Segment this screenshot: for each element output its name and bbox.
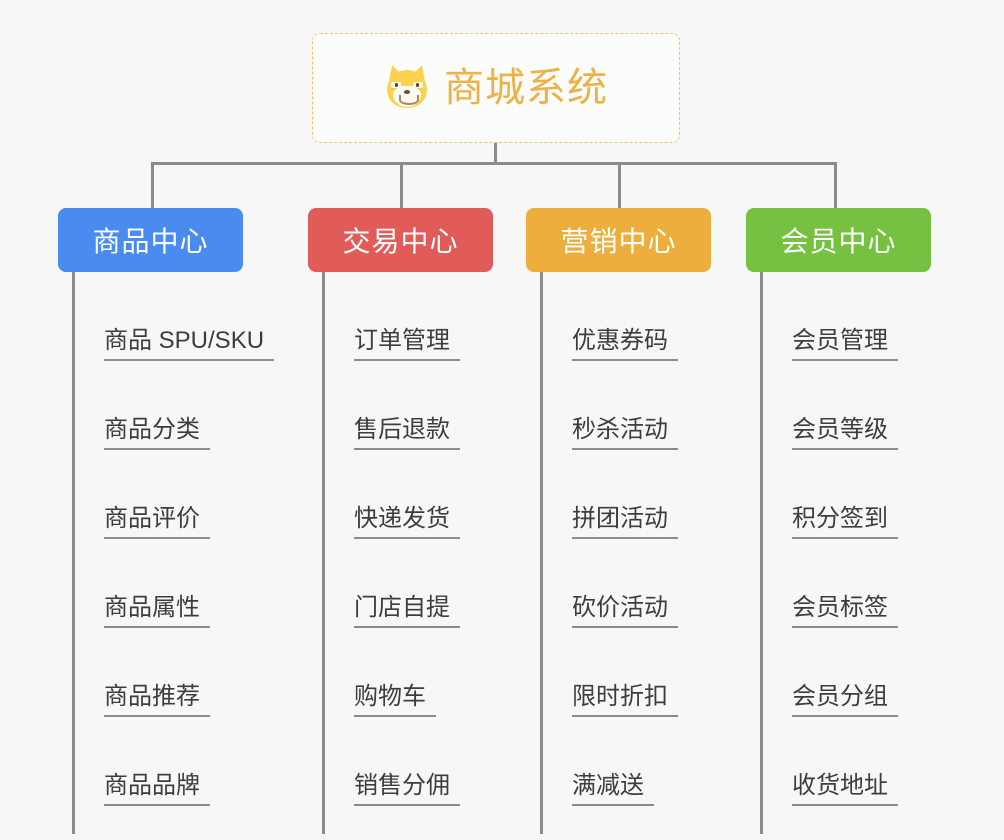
root-title: 商城系统 xyxy=(444,66,608,110)
root-node[interactable]: 商城系统 xyxy=(312,33,680,143)
leaf-item[interactable]: 积分签到 xyxy=(760,450,898,539)
leaf-label: 商品分类 xyxy=(104,416,210,450)
leaf-label: 限时折扣 xyxy=(572,683,678,717)
leaf-label: 收货地址 xyxy=(792,772,898,806)
leaf-item[interactable]: 订单管理 xyxy=(322,272,460,361)
category-label-marketing-center: 营销中心 xyxy=(560,226,677,257)
category-box-product-center[interactable]: 商品中心 xyxy=(58,208,243,272)
leaf-item[interactable]: 会员分组 xyxy=(760,628,898,717)
leaf-label: 会员管理 xyxy=(792,327,898,361)
leaf-item[interactable]: 拼团活动 xyxy=(540,450,678,539)
leaf-item[interactable]: 会员等级 xyxy=(760,361,898,450)
category-label-product-center: 商品中心 xyxy=(92,226,209,257)
leaf-label: 满减送 xyxy=(572,772,654,806)
leaf-label: 商品 SPU/SKU xyxy=(104,327,275,361)
leaf-item[interactable]: 限时折扣 xyxy=(540,628,678,717)
leaf-label: 订单管理 xyxy=(354,327,460,361)
leaf-label: 秒杀活动 xyxy=(572,416,678,450)
leaf-item[interactable]: 商品品牌 xyxy=(72,717,210,806)
leaf-label: 商品推荐 xyxy=(104,683,210,717)
shiba-dog-icon xyxy=(384,63,430,111)
leaf-item[interactable]: 售后退款 xyxy=(322,361,460,450)
leaf-label: 门店自提 xyxy=(354,594,460,628)
leaf-label: 商品评价 xyxy=(104,505,210,539)
leaf-item[interactable]: 满减送 xyxy=(540,717,654,806)
leaf-label: 积分签到 xyxy=(792,505,898,539)
leaf-label: 商品属性 xyxy=(104,594,210,628)
leaf-item[interactable]: 购物车 xyxy=(322,628,436,717)
category-label-trade-center: 交易中心 xyxy=(342,226,459,257)
leaf-item[interactable]: 会员标签 xyxy=(760,539,898,628)
leaf-label: 拼团活动 xyxy=(572,505,678,539)
connector-drop-1 xyxy=(151,162,154,208)
category-box-trade-center[interactable]: 交易中心 xyxy=(308,208,493,272)
leaf-label: 售后退款 xyxy=(354,416,460,450)
leaf-item[interactable]: 会员管理 xyxy=(760,272,898,361)
leaf-item[interactable]: 商品属性 xyxy=(72,539,210,628)
connector-root-stem xyxy=(494,143,497,164)
branch-spine-trade-center xyxy=(322,272,325,834)
leaf-item[interactable]: 门店自提 xyxy=(322,539,460,628)
leaf-label: 砍价活动 xyxy=(572,594,678,628)
leaf-label: 会员等级 xyxy=(792,416,898,450)
leaf-item[interactable]: 快递发货 xyxy=(322,450,460,539)
connector-horizontal-bus xyxy=(151,162,837,165)
category-box-member-center[interactable]: 会员中心 xyxy=(746,208,931,272)
leaf-label: 商品品牌 xyxy=(104,772,210,806)
leaf-label: 优惠券码 xyxy=(572,327,678,361)
leaf-label: 快递发货 xyxy=(354,505,460,539)
leaf-label: 会员标签 xyxy=(792,594,898,628)
leaf-label: 销售分佣 xyxy=(354,772,460,806)
connector-drop-3 xyxy=(618,162,621,208)
leaf-item[interactable]: 商品评价 xyxy=(72,450,210,539)
leaf-item[interactable]: 优惠券码 xyxy=(540,272,678,361)
category-box-marketing-center[interactable]: 营销中心 xyxy=(526,208,711,272)
branch-spine-product-center xyxy=(72,272,75,834)
leaf-item[interactable]: 商品 SPU/SKU xyxy=(72,272,275,361)
leaf-item[interactable]: 收货地址 xyxy=(760,717,898,806)
leaf-item[interactable]: 砍价活动 xyxy=(540,539,678,628)
leaf-label: 会员分组 xyxy=(792,683,898,717)
leaf-label: 购物车 xyxy=(354,683,436,717)
connector-drop-4 xyxy=(834,162,837,208)
leaf-item[interactable]: 商品推荐 xyxy=(72,628,210,717)
leaf-item[interactable]: 商品分类 xyxy=(72,361,210,450)
category-label-member-center: 会员中心 xyxy=(780,226,897,257)
branch-spine-member-center xyxy=(760,272,763,834)
branch-spine-marketing-center xyxy=(540,272,543,834)
leaf-item[interactable]: 销售分佣 xyxy=(322,717,460,806)
leaf-item[interactable]: 秒杀活动 xyxy=(540,361,678,450)
connector-drop-2 xyxy=(400,162,403,208)
